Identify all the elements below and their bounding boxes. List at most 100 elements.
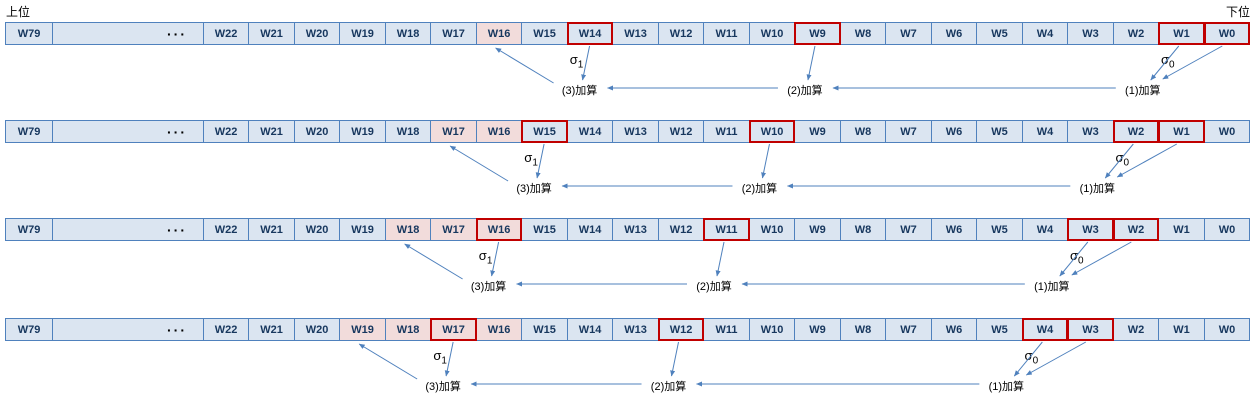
cell-w22: W22 xyxy=(203,218,249,241)
cell-w21: W21 xyxy=(248,22,295,45)
cell-w21: W21 xyxy=(248,318,295,341)
sigma1-label: σ1 xyxy=(433,348,447,367)
cell-w9: W9 xyxy=(794,318,841,341)
sigma-subscript: 0 xyxy=(1078,255,1084,267)
cell-w9: W9 xyxy=(794,22,841,45)
cell-w5: W5 xyxy=(976,318,1023,341)
cell-w16: W16 xyxy=(476,318,522,341)
cell-w10: W10 xyxy=(749,120,795,143)
cell-w11: W11 xyxy=(703,218,750,241)
cell-w3: W3 xyxy=(1067,318,1114,341)
add2-label: (2)加算 xyxy=(787,85,823,97)
add1-label: (1)加算 xyxy=(1034,281,1070,293)
add1-label: (1)加算 xyxy=(1079,183,1116,195)
cell-w79: W79 xyxy=(5,218,53,241)
cell-w8: W8 xyxy=(840,218,886,241)
cell-w5: W5 xyxy=(976,120,1023,143)
cell-w15: W15 xyxy=(521,218,568,241)
cell-w10: W10 xyxy=(749,318,795,341)
add3-label: (3)加算 xyxy=(516,183,552,195)
cell-w7: W7 xyxy=(885,22,932,45)
cell-w19: W19 xyxy=(339,22,386,45)
cell-w7: W7 xyxy=(885,120,932,143)
cell-w21: W21 xyxy=(248,218,295,241)
cell-w11: W11 xyxy=(703,22,750,45)
cell-w6: W6 xyxy=(931,318,977,341)
sigma0-label: σ0 xyxy=(1116,150,1130,169)
cell-w10: W10 xyxy=(749,22,795,45)
cell-w18: W18 xyxy=(385,22,431,45)
cell-w1: W1 xyxy=(1158,218,1205,241)
cell-w1: W1 xyxy=(1158,22,1205,45)
cell-w13: W13 xyxy=(612,218,659,241)
cell-w0: W0 xyxy=(1204,318,1250,341)
sigma1-label: σ1 xyxy=(524,150,538,169)
add1-label: (1)加算 xyxy=(1125,85,1161,97)
sigma-subscript: 1 xyxy=(577,59,584,71)
cell-w7: W7 xyxy=(885,218,932,241)
sigma-symbol: σ xyxy=(478,248,487,263)
cell-w2: W2 xyxy=(1113,22,1159,45)
cell-w16: W16 xyxy=(476,120,522,143)
sigma0-label: σ0 xyxy=(1161,52,1175,71)
cell-w9: W9 xyxy=(794,120,841,143)
cell-w6: W6 xyxy=(931,218,977,241)
cell-w4: W4 xyxy=(1022,218,1068,241)
ellipsis-cell: ··· xyxy=(52,318,204,341)
add2-label: (2)加算 xyxy=(650,381,687,393)
cell-w21: W21 xyxy=(248,120,295,143)
cell-w6: W6 xyxy=(931,120,977,143)
cell-w10: W10 xyxy=(749,218,795,241)
cell-w1: W1 xyxy=(1158,318,1205,341)
sigma0-label: σ0 xyxy=(1070,248,1084,267)
cell-w16: W16 xyxy=(476,22,522,45)
cell-w79: W79 xyxy=(5,120,53,143)
cell-w4: W4 xyxy=(1022,22,1068,45)
cell-w0: W0 xyxy=(1204,218,1250,241)
cell-w5: W5 xyxy=(976,218,1023,241)
cell-w18: W18 xyxy=(385,218,431,241)
cell-w3: W3 xyxy=(1067,218,1114,241)
cell-w15: W15 xyxy=(521,120,568,143)
sigma1-label: σ1 xyxy=(479,248,493,267)
cell-w12: W12 xyxy=(658,318,704,341)
cell-w22: W22 xyxy=(203,318,249,341)
cell-w20: W20 xyxy=(294,318,340,341)
add3-label: (3)加算 xyxy=(470,281,507,293)
cell-w2: W2 xyxy=(1113,318,1159,341)
sigma-symbol: σ xyxy=(1070,248,1079,263)
cell-w1: W1 xyxy=(1158,120,1205,143)
sigma-subscript: 1 xyxy=(486,255,493,267)
sigma-subscript: 1 xyxy=(532,157,538,169)
cell-w7: W7 xyxy=(885,318,932,341)
cell-w8: W8 xyxy=(840,22,886,45)
cell-w22: W22 xyxy=(203,120,249,143)
ellipsis-cell: ··· xyxy=(52,22,204,45)
sigma0-label: σ0 xyxy=(1025,348,1039,367)
add1-label: (1)加算 xyxy=(988,381,1025,393)
cell-w20: W20 xyxy=(294,120,340,143)
cell-w12: W12 xyxy=(658,120,704,143)
high-order-label: 上位 xyxy=(6,5,31,19)
sigma-symbol: σ xyxy=(1115,150,1124,165)
low-order-label: 下位 xyxy=(1225,5,1250,19)
cell-w8: W8 xyxy=(840,318,886,341)
cell-w12: W12 xyxy=(658,218,704,241)
sigma-symbol: σ xyxy=(1160,52,1170,67)
cell-w22: W22 xyxy=(203,22,249,45)
cell-w3: W3 xyxy=(1067,120,1114,143)
cell-w15: W15 xyxy=(521,22,568,45)
cell-w4: W4 xyxy=(1022,318,1068,341)
add2-label: (2)加算 xyxy=(741,183,778,195)
cell-w19: W19 xyxy=(339,218,386,241)
ellipsis-cell: ··· xyxy=(52,218,204,241)
sigma-subscript: 0 xyxy=(1032,355,1039,367)
sigma-symbol: σ xyxy=(1024,348,1033,363)
cell-w8: W8 xyxy=(840,120,886,143)
cell-w14: W14 xyxy=(567,120,613,143)
cell-w14: W14 xyxy=(567,22,613,45)
add3-label: (3)加算 xyxy=(425,381,461,393)
